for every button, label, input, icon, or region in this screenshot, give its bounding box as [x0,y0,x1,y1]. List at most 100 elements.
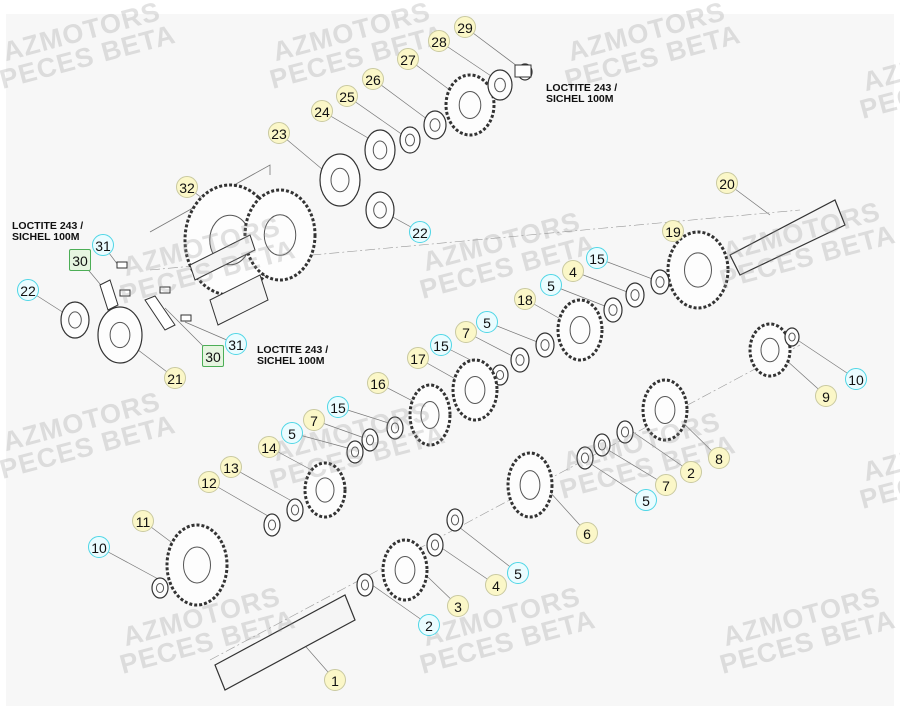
leader-line [208,481,276,521]
callout-19[interactable]: 19 [662,220,684,242]
washer-ring [356,573,374,597]
gear [506,451,554,519]
bore [450,514,460,526]
gear [666,230,730,310]
washer-ring [263,513,281,537]
bore [519,470,541,500]
washer-ring [399,126,421,154]
washer-ring [426,533,444,557]
gear [408,383,452,447]
washer-ring [603,297,623,323]
gear [641,378,689,442]
callout-12[interactable]: 12 [198,471,220,493]
callout-5[interactable]: 5 [281,422,303,444]
callout-30[interactable]: 30 [69,249,91,271]
callout-9[interactable]: 9 [815,385,837,407]
callout-15[interactable]: 15 [327,396,349,418]
callout-3[interactable]: 3 [447,595,469,617]
bore [684,252,712,288]
bore [654,396,676,424]
bore [608,304,618,316]
callout-7[interactable]: 7 [303,409,325,431]
washer-ring [364,129,396,171]
callout-20[interactable]: 20 [716,172,738,194]
gear [556,298,604,362]
callout-26[interactable]: 26 [362,68,384,90]
bore [420,401,440,429]
callout-31[interactable]: 31 [92,234,114,256]
callout-7[interactable]: 7 [455,321,477,343]
washer-ring [625,282,645,308]
bore [183,546,211,584]
bore [365,434,375,446]
gear [381,538,429,602]
note-line: LOCTITE 243 / [257,344,329,356]
callout-11[interactable]: 11 [132,510,154,532]
bore [68,311,82,329]
washer-ring [97,306,143,364]
callout-21[interactable]: 21 [164,367,186,389]
callout-1[interactable]: 1 [324,669,346,691]
washer-ring [535,332,555,358]
callout-28[interactable]: 28 [428,30,450,52]
callout-17[interactable]: 17 [407,347,429,369]
bore [464,376,486,404]
callout-4[interactable]: 4 [485,574,507,596]
callout-31[interactable]: 31 [225,333,247,355]
callout-5[interactable]: 5 [635,489,657,511]
leader-line [599,444,667,486]
cluster-shaft [209,274,269,326]
callout-14[interactable]: 14 [258,436,280,458]
axis-line [209,344,801,661]
screw [119,289,131,297]
bore [330,167,350,193]
callout-30[interactable]: 30 [202,345,224,367]
callout-5[interactable]: 5 [507,562,529,584]
callout-24[interactable]: 24 [311,100,333,122]
callout-4[interactable]: 4 [562,260,584,282]
callout-27[interactable]: 27 [397,48,419,70]
bore [109,321,131,349]
bore [155,583,165,593]
callout-15[interactable]: 15 [430,334,452,356]
washer-ring [60,301,90,339]
callout-10[interactable]: 10 [88,536,110,558]
callout-23[interactable]: 23 [268,122,290,144]
washer-ring [286,498,304,522]
leader-line [364,579,430,626]
bore [350,446,360,458]
callout-15[interactable]: 15 [586,247,608,269]
callout-22[interactable]: 22 [409,221,431,243]
bore [405,133,415,147]
loctite-note: LOCTITE 243 / SICHEL 100M [12,221,83,243]
bore [429,118,441,132]
washer-ring [151,577,169,599]
leader-line [98,546,161,581]
washer-ring [346,440,364,464]
bore [430,539,440,551]
callout-2[interactable]: 2 [418,614,440,636]
callout-29[interactable]: 29 [454,16,476,38]
shaft-1 [214,594,356,691]
callout-5[interactable]: 5 [476,311,498,333]
callout-8[interactable]: 8 [708,447,730,469]
callout-32[interactable]: 32 [176,176,198,198]
leader-line [372,78,436,126]
bore [372,140,388,160]
callout-16[interactable]: 16 [367,372,389,394]
callout-5[interactable]: 5 [540,274,562,296]
callout-10[interactable]: 10 [845,368,867,390]
callout-13[interactable]: 13 [220,456,242,478]
bore [655,276,665,288]
gear [303,461,347,519]
callout-7[interactable]: 7 [655,474,677,496]
bore [580,452,590,464]
callout-22[interactable]: 22 [17,279,39,301]
callout-6[interactable]: 6 [576,522,598,544]
gear [243,188,317,282]
callout-25[interactable]: 25 [336,85,358,107]
callout-2[interactable]: 2 [680,461,702,483]
washer-ring [446,508,464,532]
callout-18[interactable]: 18 [514,288,536,310]
